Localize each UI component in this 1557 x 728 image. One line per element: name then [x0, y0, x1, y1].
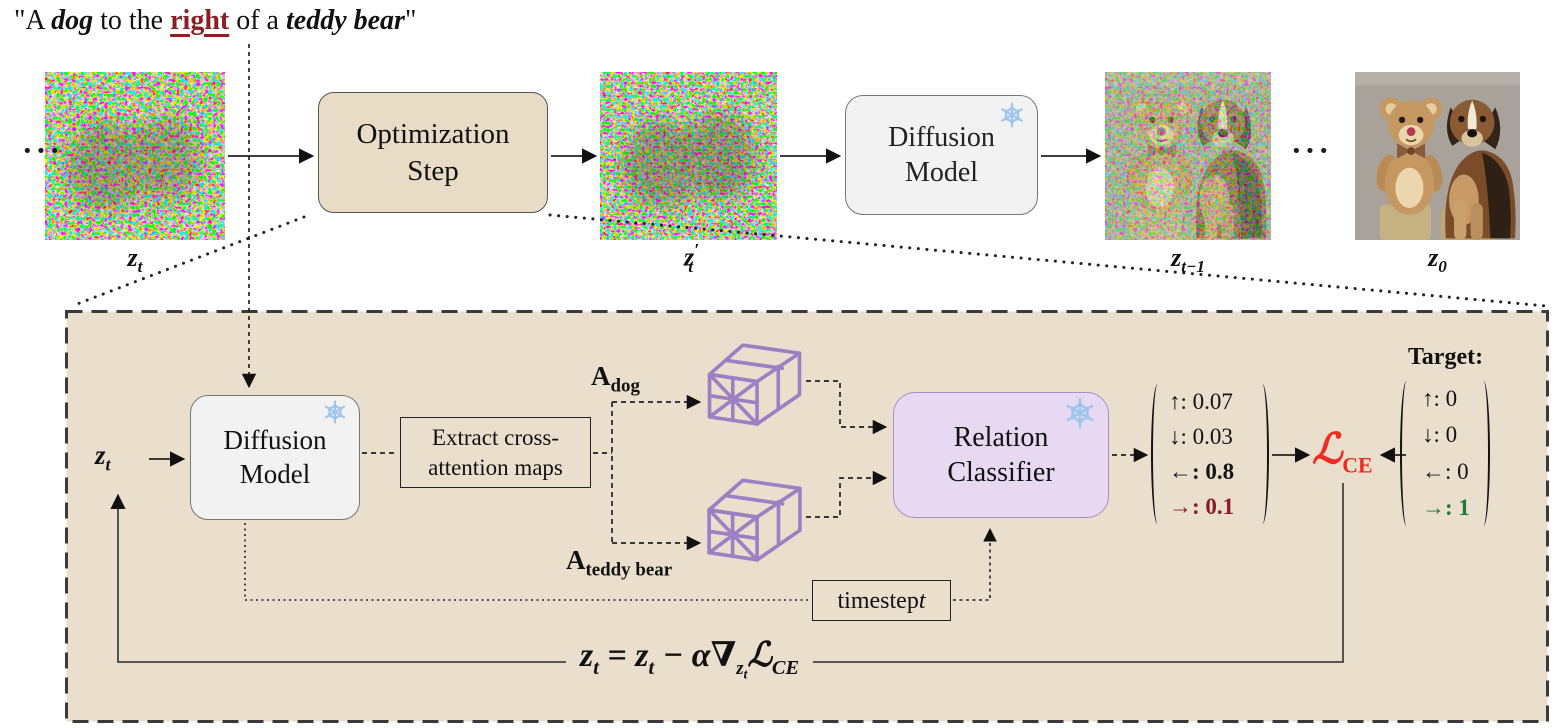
timestep-label: timestep	[837, 587, 919, 614]
extract-cross-attention-box: Extract cross- attention maps	[400, 417, 591, 488]
label-zt-inner: zt	[95, 440, 111, 475]
extract-label-line2: attention maps	[428, 454, 563, 480]
cross-entropy-loss-symbol: ℒCE	[1312, 427, 1373, 478]
prompt-caption: "A dog to the right of a teddy bear"	[14, 5, 416, 37]
attention-tensor-cube-dog	[707, 343, 802, 426]
ellipsis-right: ···	[1291, 132, 1333, 168]
extract-label-line1: Extract cross-	[431, 424, 560, 450]
target-relation-vector: ↑: 0 ↓: 0 ←: 0 →: 1	[1400, 381, 1490, 526]
prompt-mid2: of a	[229, 5, 286, 36]
label-zt-prime: z′t	[683, 240, 700, 276]
right-paren	[1256, 384, 1269, 524]
target-down: ↓: 0	[1422, 422, 1458, 448]
partially-denoised-zt-1-image	[1105, 72, 1271, 240]
snowflake-frozen-icon	[1064, 397, 1096, 429]
prompt-close-quote: "	[404, 5, 417, 36]
target-left: ←: 0	[1422, 458, 1469, 484]
diffusion-inner-label-line2: Model	[239, 458, 311, 489]
prob-down: ↓: 0.03	[1169, 423, 1233, 449]
timestep-variable: t	[918, 587, 926, 614]
prompt-relation-right: right	[170, 5, 230, 36]
label-zt: zt	[127, 243, 143, 277]
optimization-label-line2: Step	[407, 154, 459, 187]
dash-diffusion-to-timestep	[244, 523, 809, 601]
prob-right: →: 0.1	[1169, 493, 1235, 519]
timestep-box: timestep t	[812, 580, 951, 621]
zoom-guide-left	[70, 215, 306, 308]
noisy-latent-zt-image	[45, 72, 225, 240]
diffusion-inner-label-line1: Diffusion	[223, 424, 327, 455]
target-right: →: 1	[1422, 494, 1470, 520]
prompt-open-quote: "A	[14, 5, 52, 36]
optimization-step-box: Optimization Step	[318, 92, 548, 213]
diffusion-top-label-line1: Diffusion	[888, 122, 995, 153]
label-zt-minus-1: zt−1	[1171, 243, 1205, 277]
arrow-dog-map-to-classifier	[806, 380, 888, 435]
latent-update-equation: zt = zt − α∇ztℒCE	[566, 633, 814, 686]
attention-map-label-teddy-bear: Ateddy bear	[566, 545, 673, 581]
diffusion-top-label-line2: Model	[904, 157, 979, 188]
prob-up: ↑: 0.07	[1169, 388, 1233, 414]
snowflake-frozen-icon	[999, 102, 1025, 128]
prompt-subject-dog: dog	[51, 5, 94, 36]
snowflake-frozen-icon	[323, 400, 347, 424]
classifier-label-line2: Classifier	[947, 457, 1055, 488]
left-paren	[1400, 381, 1413, 526]
ellipsis-left: ···	[22, 132, 64, 168]
target-title: Target:	[1408, 344, 1484, 370]
attention-tensor-cube-teddy	[707, 478, 802, 562]
prompt-object-teddy-bear: teddy bear	[285, 5, 405, 36]
left-paren	[1151, 384, 1164, 524]
classifier-label-line1: Relation	[953, 422, 1049, 453]
target-up: ↑: 0	[1422, 386, 1458, 412]
attention-map-label-dog: Adog	[591, 361, 640, 397]
prompt-mid1: to the	[93, 5, 171, 36]
predicted-relation-vector: ↑: 0.07 ↓: 0.03 ←: 0.8 →: 0.1	[1151, 384, 1269, 524]
label-z0: z0	[1428, 243, 1447, 277]
optimization-label-line1: Optimization	[356, 118, 510, 151]
right-paren	[1477, 381, 1490, 526]
zoom-guide-right	[548, 213, 1548, 308]
noisy-latent-zt-prime-image	[600, 72, 777, 240]
prob-left: ←: 0.8	[1169, 458, 1235, 484]
